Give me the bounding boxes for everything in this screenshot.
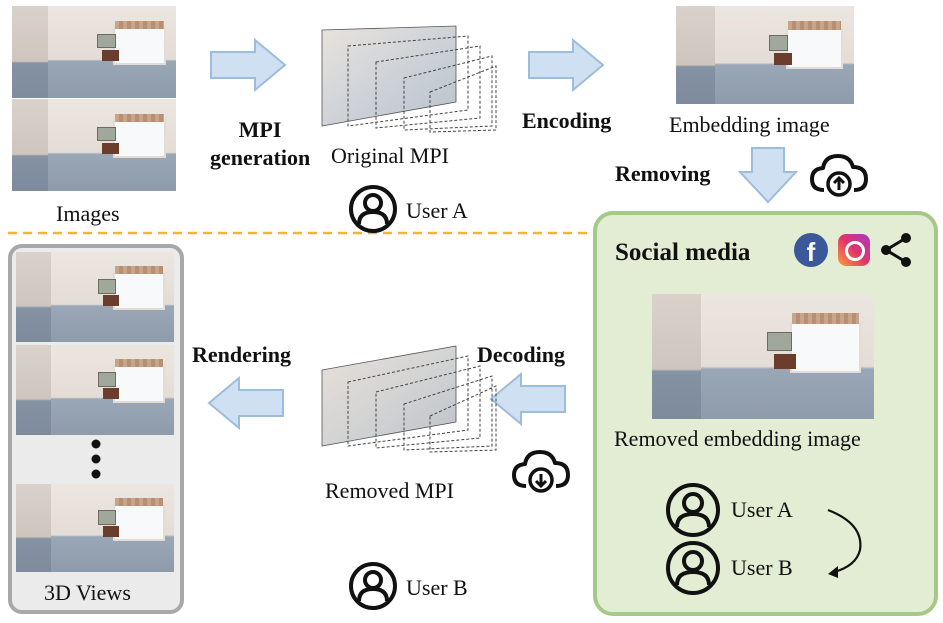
- social-user-a-label: User A: [731, 497, 793, 522]
- input-image-2: [12, 99, 176, 191]
- user-b-bottom-label: User B: [406, 575, 468, 600]
- facebook-icon[interactable]: f: [794, 233, 828, 267]
- share-icon[interactable]: [878, 232, 914, 268]
- arrow-right-icon: [210, 38, 287, 92]
- removed-embedding-image: [652, 294, 874, 419]
- mpi-generation-label: MPI generation: [210, 117, 311, 170]
- images-label: Images: [56, 201, 120, 226]
- original-mpi-stack: [321, 25, 497, 133]
- views-label: 3D Views: [44, 580, 131, 605]
- removing-label: Removing: [615, 161, 711, 186]
- view-image-2: [16, 345, 174, 435]
- arrow-left-icon: [489, 372, 566, 426]
- input-image-1: [12, 6, 176, 98]
- removed-mpi-label: Removed MPI: [325, 478, 454, 503]
- user-a-top-label: User A: [406, 198, 468, 223]
- embedding-image-label: Embedding image: [669, 112, 830, 137]
- removed-embedding-label: Removed embedding image: [614, 426, 861, 451]
- person-icon: [349, 562, 397, 610]
- person-icon: [349, 185, 397, 233]
- cloud-upload-icon: [810, 154, 868, 197]
- social-media-title: Social media: [615, 239, 751, 266]
- original-mpi-label: Original MPI: [331, 143, 449, 168]
- arrow-left-icon: [207, 376, 284, 430]
- ellipsis-icon: [91, 439, 101, 479]
- decoding-label: Decoding: [477, 342, 565, 367]
- arrow-down-icon: [738, 147, 798, 204]
- arrow-right-icon: [528, 38, 605, 92]
- social-user-b-label: User B: [731, 555, 793, 580]
- embedding-image: [676, 6, 854, 104]
- person-icon: [666, 483, 720, 537]
- view-image-3: [16, 484, 174, 572]
- person-icon: [666, 541, 720, 595]
- rendering-label: Rendering: [192, 342, 291, 367]
- view-image-1: [16, 252, 174, 342]
- encoding-label: Encoding: [522, 108, 612, 133]
- cloud-download-icon: [512, 450, 570, 493]
- removed-mpi-stack: [321, 345, 497, 453]
- dashed-divider: [8, 231, 596, 235]
- instagram-icon[interactable]: [838, 234, 870, 266]
- curved-arrow-icon: [827, 508, 862, 578]
